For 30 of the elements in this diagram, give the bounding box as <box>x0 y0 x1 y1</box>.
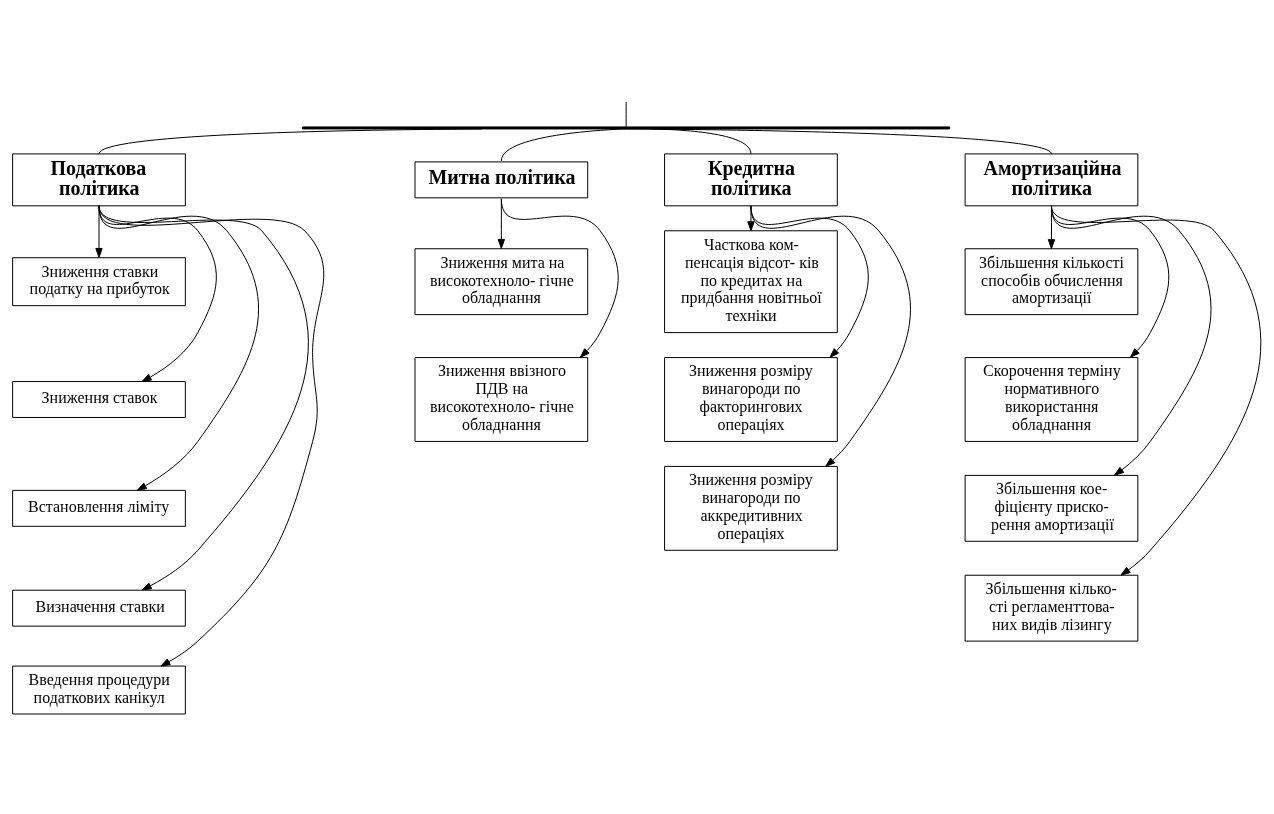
node-box: Введення процедури податкових канікул <box>12 665 186 714</box>
node-bar <box>302 125 951 129</box>
node-box: Зниження розміру винагороди по аккредитивних операціях <box>664 465 838 551</box>
connector <box>500 127 627 161</box>
node-box: Зниження розміру винагороди по факторингових операціях <box>664 356 838 442</box>
arrow <box>98 204 325 667</box>
arrow <box>1050 204 1262 576</box>
node-box: Податкова політика <box>12 152 186 206</box>
node-box: Зниження ставки податку на прибуток <box>12 256 186 306</box>
node-box: Зниження ввізного ПДВ на високотехноло- гічне обладнання <box>414 356 589 442</box>
node-box: Кредитна політика <box>664 152 838 206</box>
connector <box>650 127 752 154</box>
arrow <box>500 197 619 358</box>
arrow <box>750 204 911 467</box>
node-box: Збільшення кількості способів обчислення амортизації <box>964 247 1139 315</box>
node-box: Зниження мита на високотехноло- гічне обладнання <box>414 247 589 315</box>
connector <box>98 127 483 154</box>
node-box: Визначення ставки <box>12 589 186 627</box>
arrow <box>98 204 259 491</box>
arrow <box>98 204 309 590</box>
node-box: Скорочення терміну нормативного використання обладнання <box>964 356 1139 442</box>
node-box: Митна політика <box>414 160 589 198</box>
node-box: Амортизаційна політика <box>964 152 1139 206</box>
node-box: Часткова ком- пенсація відсот- ків по кредитах на придбання новітньої техніки <box>664 229 838 333</box>
node-box: Зниження ставок <box>12 380 186 418</box>
node-box: Збільшення кое- фіцієнту приско- рення амортизації <box>964 474 1139 542</box>
node-box: Встановлення ліміту <box>12 489 186 527</box>
connector <box>625 127 1052 154</box>
connector <box>625 101 627 127</box>
node-box: Збільшення кілько- сті регламенттова- них видів лізингу <box>964 574 1139 642</box>
